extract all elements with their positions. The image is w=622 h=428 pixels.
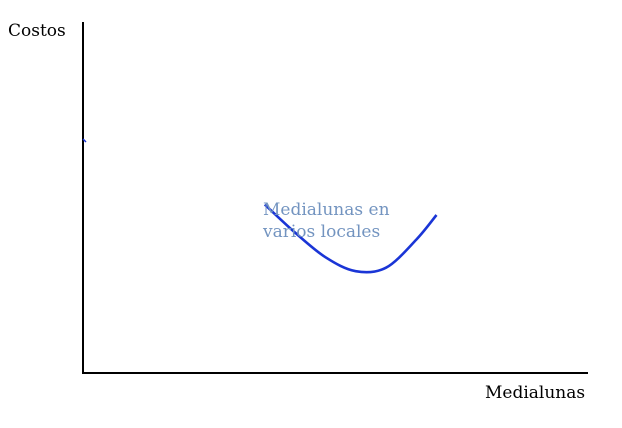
series-layer bbox=[263, 203, 438, 274]
x-axis-label: Medialunas bbox=[485, 383, 585, 403]
curve-annotation: Medialunas en varios locales bbox=[262, 200, 390, 242]
series-line-0 bbox=[263, 203, 438, 274]
axes bbox=[82, 22, 588, 374]
y-axis-label: Costos bbox=[8, 21, 66, 41]
y-axis-tick-mark bbox=[82, 138, 87, 143]
curve-label-line-2: varios locales bbox=[262, 222, 380, 242]
curve-label-line-1: Medialunas en bbox=[263, 200, 390, 220]
